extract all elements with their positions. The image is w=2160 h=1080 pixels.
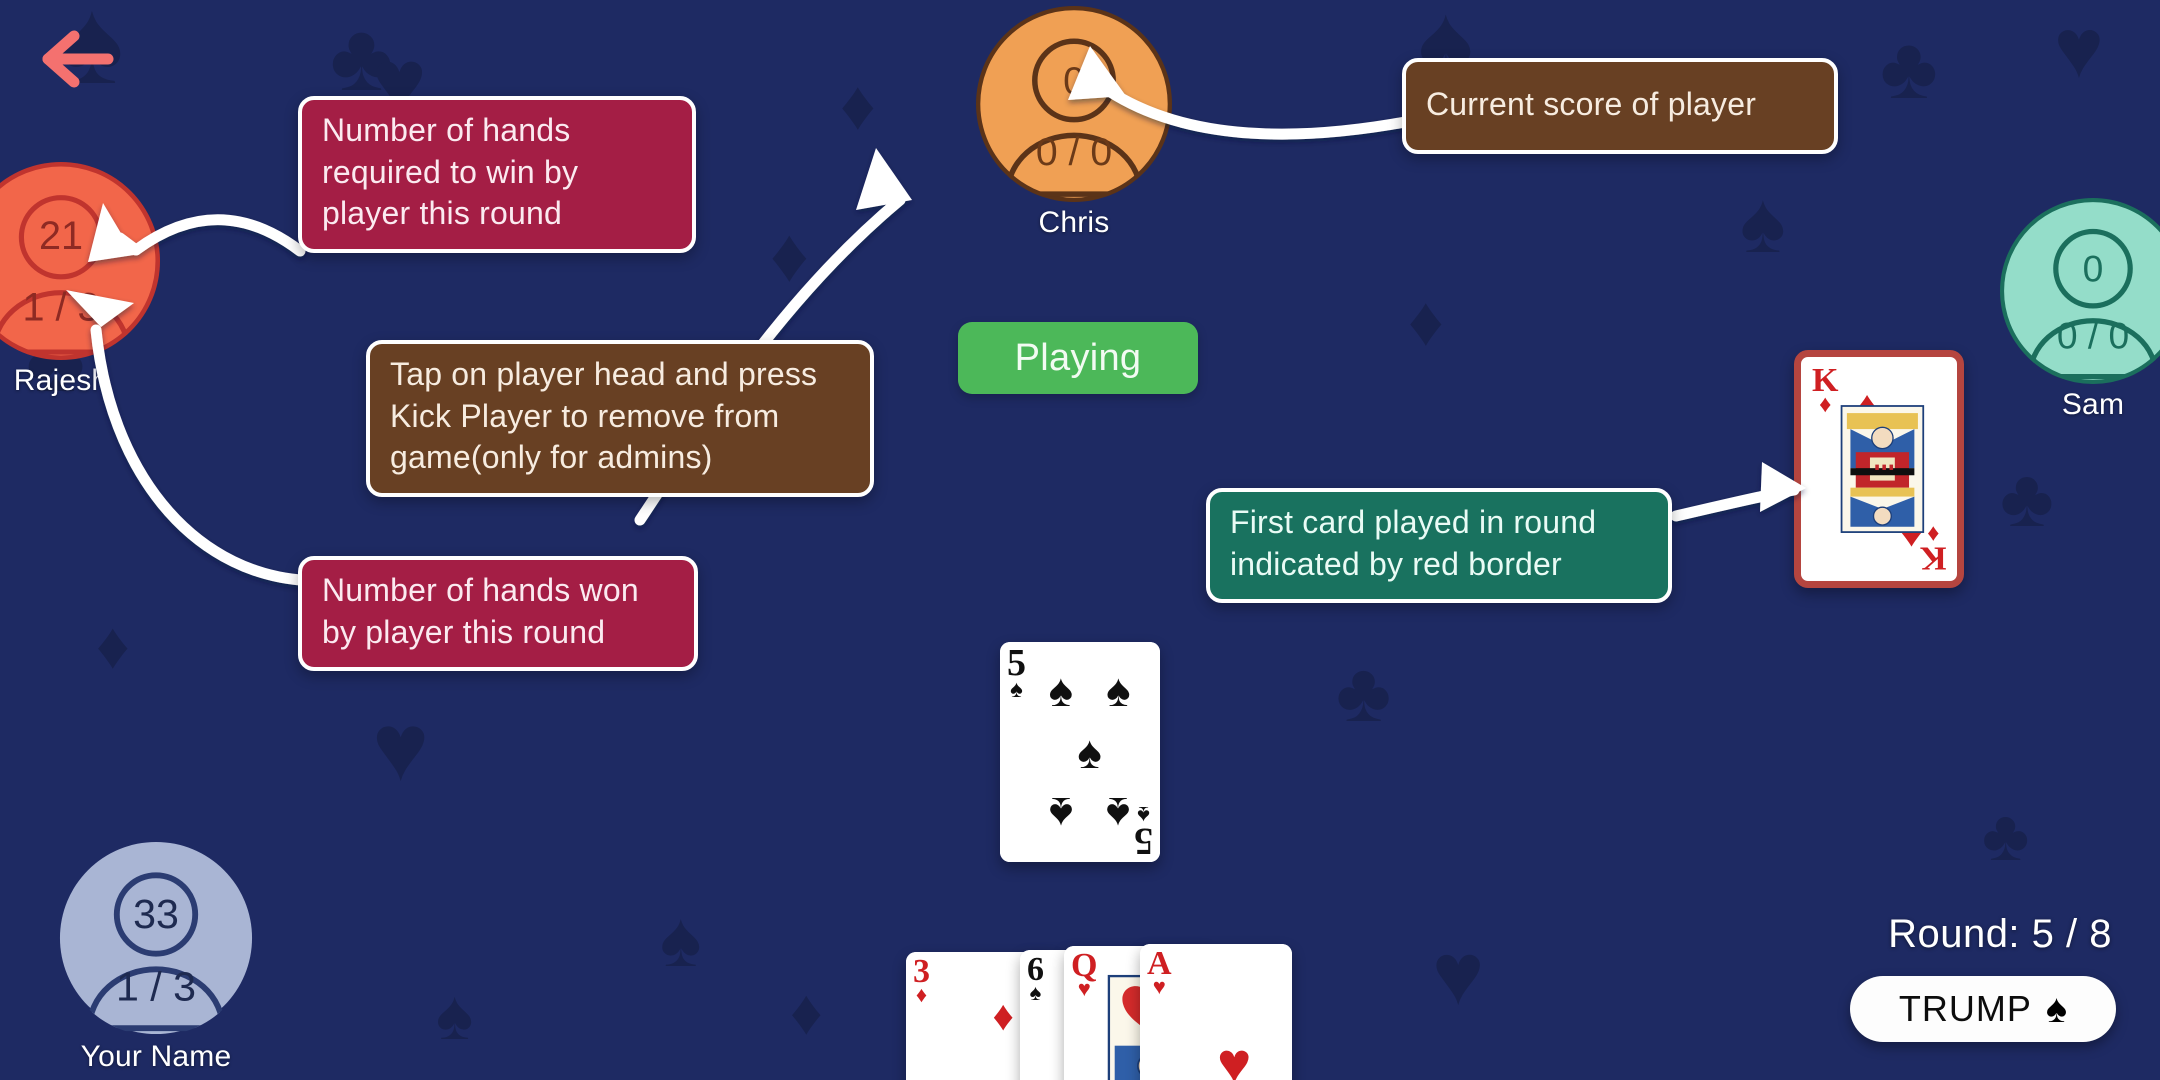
card-rank: 6	[1027, 951, 1044, 988]
court-figure	[1840, 405, 1924, 533]
bg-diamond-icon: ♦	[790, 976, 823, 1048]
trump-indicator[interactable]: TRUMP ♠	[1850, 976, 2116, 1042]
tooltip-first-card: First card played in round indicated by …	[1206, 488, 1672, 604]
player-name-label: Sam	[2061, 388, 2125, 421]
status-label: Playing	[1014, 336, 1142, 379]
tooltip-text: Number of hands won by player this round	[322, 572, 639, 650]
trump-suit-icon: ♠	[2045, 987, 2068, 1031]
avatar-person-icon: 0 0 / 0	[976, 6, 1172, 202]
tooltip-text: Number of hands required to win by playe…	[322, 112, 579, 232]
tooltip-hands-won: Number of hands won by player this round	[298, 556, 698, 672]
tooltip-kick-player: Tap on player head and press Kick Player…	[366, 340, 874, 497]
card-face: K ♦ K ♦ ♦ ♦	[1805, 361, 1953, 577]
hand-card[interactable]: A ♥ ♥	[1140, 944, 1292, 1080]
played-card-first[interactable]: K ♦ K ♦ ♦ ♦	[1794, 350, 1964, 588]
card-rank: K	[1812, 362, 1839, 399]
player-score-value: 33	[133, 891, 179, 937]
avatar[interactable]: 33 1 / 3	[58, 840, 254, 1036]
card-face: 5 ♠ 5 ♠ ♠ ♠ ♠ ♠ ♠	[1000, 642, 1160, 862]
bg-heart-icon: ♥	[2054, 1, 2104, 95]
tooltip-text: First card played in round indicated by …	[1230, 504, 1597, 582]
bg-diamond-icon: ♦	[840, 66, 876, 144]
bg-club-icon: ♣	[1336, 645, 1392, 739]
card-suit-icon: ♦	[1926, 519, 1939, 547]
card-corner-bottom: 5 ♠	[1134, 801, 1153, 862]
tooltip-text: Tap on player head and press Kick Player…	[390, 356, 818, 476]
bg-heart-icon: ♥	[1432, 924, 1485, 1023]
status-badge: Playing	[958, 322, 1198, 394]
bg-diamond-icon: ♦	[1408, 282, 1444, 360]
bg-club-icon: ♣	[330, 4, 393, 111]
played-card-center[interactable]: 5 ♠ 5 ♠ ♠ ♠ ♠ ♠ ♠	[1000, 642, 1160, 862]
card-suit-icon: ♦	[915, 982, 928, 1008]
player-score-value: 21	[39, 214, 83, 258]
card-pip: ♠	[1106, 664, 1131, 717]
tooltip-text: Current score of player	[1426, 86, 1757, 122]
card-suit-icon: ♠	[1137, 801, 1150, 829]
card-corner-top: Q ♥	[1071, 947, 1098, 1002]
avatar-person-icon: 0 0 / 0	[2000, 198, 2160, 384]
bg-diamond-icon: ♦	[770, 213, 809, 298]
avatar[interactable]: 0 0 / 0	[976, 6, 1172, 202]
player-hands-value: 0 / 0	[1036, 131, 1112, 174]
bg-club-icon: ♣	[1982, 796, 2030, 876]
player-avatar-you[interactable]: 33 1 / 3 Your Name	[58, 840, 254, 1074]
player-avatar-chris[interactable]: 0 0 / 0 Chris	[976, 6, 1172, 240]
bg-heart-icon: ♥	[372, 694, 429, 801]
player-name-label: Your Name	[80, 1040, 232, 1073]
card-suit-icon: ♥	[1077, 976, 1091, 1002]
player-hands-value: 1 / 3	[22, 285, 99, 329]
bg-spade-icon: ♠	[660, 895, 702, 983]
avatar[interactable]: 0 0 / 0	[2000, 198, 2160, 384]
card-pip: ♦	[992, 991, 1014, 1039]
player-avatar-rajesh[interactable]: 21 1 / 3 Rajesh	[0, 162, 160, 398]
avatar-person-icon: 21 1 / 3	[0, 162, 160, 360]
card-suit-icon: ♥	[1152, 974, 1166, 1000]
card-suit-icon: ♦	[1819, 391, 1832, 419]
card-rank: Q	[1071, 947, 1098, 984]
card-rank: 5	[1007, 642, 1026, 684]
card-suit-icon: ♠	[1029, 980, 1042, 1006]
card-corner-top: 5 ♠	[1007, 642, 1026, 703]
card-suit-icon: ♠	[1010, 675, 1023, 703]
tooltip-hands-required: Number of hands required to win by playe…	[298, 96, 696, 253]
trump-label: TRUMP	[1898, 988, 2032, 1029]
player-hands-value: 0 / 0	[2057, 315, 2129, 357]
card-pip: ♠	[1048, 664, 1074, 717]
card-corner-top: A ♥	[1147, 945, 1172, 1000]
card-pip: ♥	[1217, 1030, 1252, 1080]
round-indicator: Round: 5 / 8	[1888, 912, 2112, 956]
bg-club-icon: ♣	[2000, 453, 2054, 544]
card-corner-top: 3 ♦	[913, 953, 930, 1008]
back-arrow-icon[interactable]	[36, 28, 114, 90]
bg-spade-icon: ♠	[436, 976, 474, 1054]
card-pip: ♠	[1106, 787, 1131, 840]
bg-diamond-icon: ♦	[96, 608, 130, 682]
card-corner-top: K ♦	[1812, 362, 1839, 419]
card-pip: ♠	[1077, 726, 1102, 778]
player-score-value: 0	[2083, 248, 2104, 290]
player-avatar-sam[interactable]: 0 0 / 0 Sam	[2000, 198, 2160, 422]
player-score-value: 0	[1063, 60, 1085, 103]
player-name-label: Rajesh	[13, 364, 109, 397]
player-name-label: Chris	[1038, 206, 1110, 239]
card-face: A ♥ ♥	[1140, 944, 1292, 1080]
avatar-person-icon: 33 1 / 3	[59, 841, 253, 1035]
player-hands-value: 1 / 3	[116, 964, 196, 1010]
bg-spade-icon: ♠	[1740, 175, 1786, 271]
card-pip: ♠	[1048, 787, 1074, 840]
card-rank: 5	[1134, 820, 1153, 862]
card-rank: A	[1147, 945, 1172, 982]
tooltip-current-score: Current score of player	[1402, 58, 1838, 154]
bg-club-icon: ♣	[1880, 18, 1938, 117]
card-rank: 3	[913, 953, 930, 990]
card-corner-top: 6 ♠	[1027, 951, 1044, 1006]
avatar[interactable]: 21 1 / 3	[0, 162, 160, 360]
